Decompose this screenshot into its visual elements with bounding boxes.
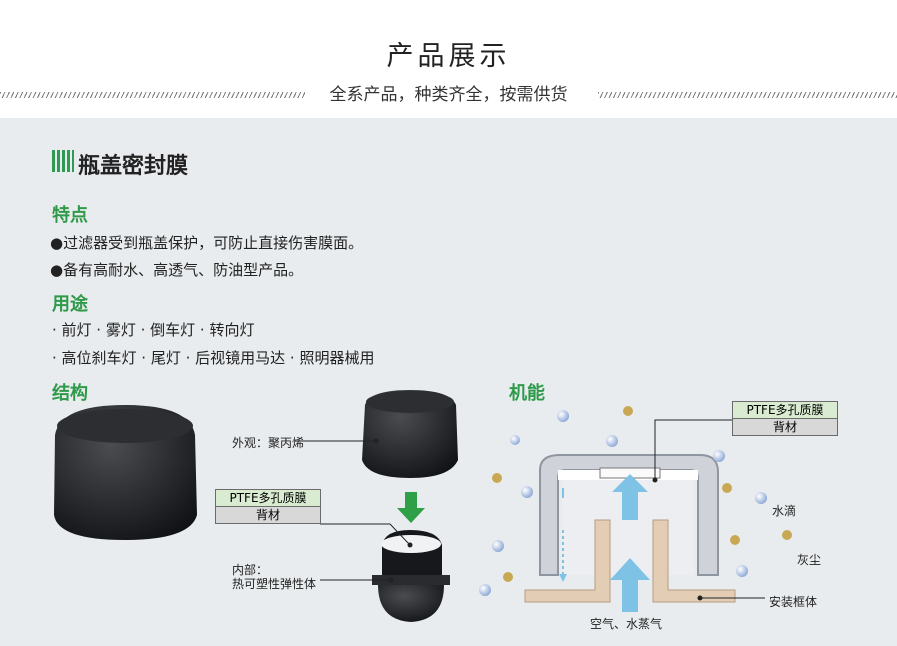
features-heading: 特点 (52, 205, 88, 226)
large-cap-image (54, 405, 197, 540)
use-item: · 高位刹车灯 · 尾灯 · 后视镜用马达 · 照明器械用 (52, 349, 375, 367)
uses-heading: 用途 (52, 294, 88, 315)
structure-heading: 结构 (52, 383, 88, 404)
mechanism-diagram (524, 454, 736, 612)
small-cap-image (362, 390, 458, 478)
airflow-label: 空气、水蒸气 (590, 617, 663, 631)
use-item: · 前灯 · 雾灯 · 倒车灯 · 转向灯 (52, 321, 255, 339)
exterior-label: 外观：聚丙烯 (232, 436, 305, 450)
interior-label-1: 内部： (232, 563, 269, 577)
feature-item: ●备有高耐水、高透气、防油型产品。 (50, 261, 304, 279)
green-down-arrow-icon (397, 492, 425, 523)
water-drops (479, 410, 767, 596)
interior-label-2: 热可塑性弹性体 (232, 577, 317, 591)
function-label-box: PTFE多孔质膜 背材 (732, 401, 838, 436)
page-subtitle: 全系产品，种类齐全，按需供货 (329, 85, 568, 105)
feature-item: ●过滤器受到瓶盖保护，可防止直接伤害膜面。 (50, 234, 364, 252)
frame-label: 安装框体 (769, 595, 818, 609)
dust-label: 灰尘 (797, 553, 822, 567)
water-label: 水滴 (772, 504, 797, 518)
function-membrane-label: PTFE多孔质膜 (733, 402, 837, 419)
page-title: 产品展示 (386, 41, 511, 72)
page-header: 产品展示 全系产品，种类齐全，按需供货 (0, 0, 897, 118)
structure-backing-label: 背材 (216, 507, 320, 523)
function-backing-label: 背材 (733, 419, 837, 435)
function-heading: 机能 (509, 383, 545, 404)
dust-particles (492, 406, 792, 582)
left-divider (0, 92, 305, 98)
structure-label-box: PTFE多孔质膜 背材 (215, 489, 321, 524)
structure-membrane-label: PTFE多孔质膜 (216, 490, 320, 507)
right-divider (598, 92, 897, 98)
section-title: 瓶盖密封膜 (78, 154, 189, 179)
section-bars-icon (52, 150, 74, 172)
product-panel (0, 118, 897, 646)
